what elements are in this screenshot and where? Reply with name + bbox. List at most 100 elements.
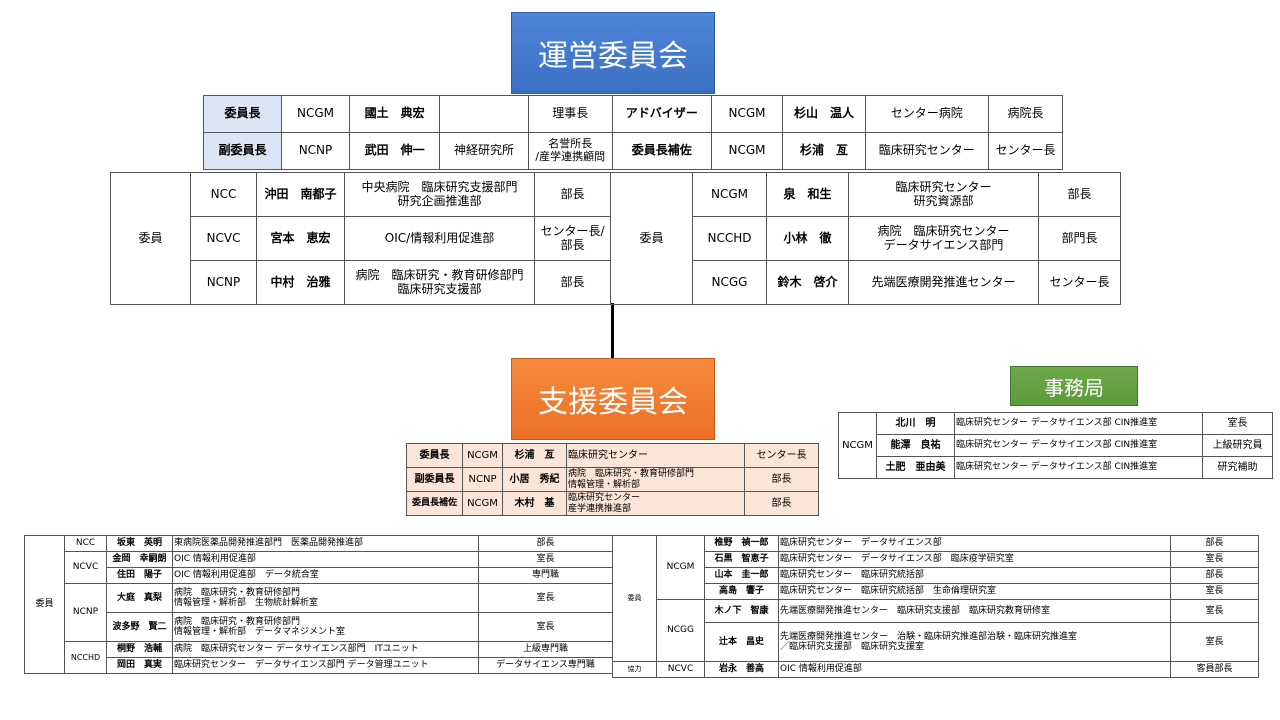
table-row: 委員 NCC 沖田 南都子 中央病院 臨床研究支援部門 研究企画推進部 部長 委… <box>110 172 1121 305</box>
cell: NCGM <box>281 95 350 133</box>
cell: 室長 <box>1170 622 1259 662</box>
cell: 臨床研究センター 研究資源部 <box>848 172 1039 217</box>
cell: 先端医療開発推進センター <box>848 260 1039 305</box>
cell: 臨床研究センター 臨床研究統括部 生命倫理研究室 <box>778 583 1171 600</box>
table-row: 高島 響子 臨床研究センター 臨床研究統括部 生命倫理研究室 室長 <box>613 583 1259 600</box>
table-row: NCGM 北川 明 臨床研究センター データサイエンス部 CIN推進室 室長 <box>838 412 1273 479</box>
cell: 客員部長 <box>1170 661 1259 678</box>
cell: OIC 情報利用促進部 <box>172 551 479 568</box>
cell <box>439 95 529 133</box>
table-row: NCNP 中村 治雅 病院 臨床研究・教育研修部門 臨床研究支援部 部長 NCG… <box>111 260 1121 305</box>
members-label-right: 委員 <box>610 172 693 305</box>
cell: 辻本 昌史 <box>704 622 779 662</box>
unei-members-table: 委員 NCC 沖田 南都子 中央病院 臨床研究支援部門 研究企画推進部 部長 委… <box>110 172 1121 305</box>
cell: 中村 治雅 <box>256 260 345 305</box>
members-label: 委員 <box>612 535 657 662</box>
cell: 臨床研究センター データサイエンス部 CIN推進室 <box>954 434 1203 457</box>
cell: 石黒 智恵子 <box>704 551 779 568</box>
cell: 部門長 <box>1038 216 1121 261</box>
cell: OIC 情報利用促進部 データ統合室 <box>172 567 479 584</box>
table-row: 住田 陽子 OIC 情報利用促進部 データ統合室 専門職 <box>25 567 613 584</box>
table-row: 土肥 亜由美 臨床研究センター データサイエンス部 CIN推進室 研究補助 <box>839 456 1273 479</box>
cell: 専門職 <box>478 567 613 584</box>
org-cell: NCNP <box>64 583 107 642</box>
table-row: 石黒 智恵子 臨床研究センター データサイエンス部 臨床疫学研究室 室長 <box>613 551 1259 568</box>
cell: 室長 <box>478 551 613 568</box>
cell: 理事長 <box>527 95 613 133</box>
table-row: NCVC 金岡 幸嗣朗 OIC 情報利用促進部 室長 <box>25 551 613 584</box>
table-row: 委員長 NCGM 國土 典宏 理事長 アドバイザー NCGM 杉山 温人 センタ… <box>202 95 1064 133</box>
cell: OIC 情報利用促進部 <box>778 661 1171 678</box>
table-row: 能澤 良祐 臨床研究センター データサイエンス部 CIN推進室 上級研究員 <box>839 434 1273 457</box>
cell: 病院 臨床研究・教育研修部門 情報管理・解析部 生物統計解析室 <box>172 583 479 613</box>
cell: 部長 <box>534 172 611 217</box>
cell: 神経研究所 <box>439 132 529 170</box>
table-row: 副委員長 NCNP 武田 伸一 神経研究所 名誉所長 /産学連携顧問 委員長補佐… <box>202 132 1064 170</box>
cell: 病院 臨床研究・教育研修部門 臨床研究支援部 <box>344 260 535 305</box>
cell: センター長 <box>1038 260 1121 305</box>
jimu-org: NCGM <box>838 412 877 479</box>
table-row: 委員長補佐 NCGM 木村 基 臨床研究センター 産学連携推進部 部長 <box>406 491 819 516</box>
cell: 中央病院 臨床研究支援部門 研究企画推進部 <box>344 172 535 217</box>
shien-members-left-table: 委員 NCC 坂東 英明 東病院医薬品開発推進部門 医薬品開発推進部 部長 NC… <box>24 535 613 674</box>
cell: 研究補助 <box>1202 456 1273 479</box>
table-row: NCVC 宮本 恵宏 OIC/情報利用促進部 センター長/ 部長 NCCHD 小… <box>111 216 1121 261</box>
table-row: 委員 NCGM 椎野 禎一郎 臨床研究センター データサイエンス部 部長 <box>612 535 1259 662</box>
org-cell: NCGG <box>656 599 705 662</box>
cell: 部長 <box>744 491 819 516</box>
cell: アドバイザー <box>611 95 712 133</box>
cell: 臨床研究センター データサイエンス部 CIN推進室 <box>954 412 1203 435</box>
cell: NCCHD <box>692 216 767 261</box>
unei-title-text: 運営委員会 <box>538 39 688 74</box>
cell: 委員長補佐 <box>611 132 712 170</box>
cell: 臨床研究センター データサイエンス部門 データ管理ユニット <box>172 657 479 674</box>
cell: 副委員長 <box>202 132 283 170</box>
cell: 杉浦 亙 <box>502 443 567 468</box>
cell: 臨床研究センター 臨床研究統括部 <box>778 567 1171 584</box>
org-cell: NCVC <box>656 661 705 678</box>
cell: 臨床研究センター <box>566 443 745 468</box>
shien-title-text: 支援委員会 <box>538 385 688 420</box>
cell: 部長 <box>478 535 613 552</box>
cell: 國土 典宏 <box>348 95 441 133</box>
cell: 高島 響子 <box>704 583 779 600</box>
cell: 病院 臨床研究・教育研修部門 情報管理・解析部 データマネジメント室 <box>172 612 479 642</box>
cell: 山本 圭一郎 <box>704 567 779 584</box>
cell: NCGG <box>692 260 767 305</box>
unei-committee-title: 運営委員会 <box>511 12 715 94</box>
cell: 椎野 禎一郎 <box>704 535 779 552</box>
cell: 北川 明 <box>876 412 955 435</box>
members-label-2: 協力 <box>612 661 657 678</box>
table-row: NCGG 木ノ下 智康 先端医療開発推進センター 臨床研究支援部 臨床研究教育研… <box>613 599 1259 662</box>
jimu-title-text: 事務局 <box>1044 375 1104 400</box>
cell: センター病院 <box>864 95 989 133</box>
cell: 杉浦 亙 <box>782 132 866 170</box>
cell: 木村 基 <box>502 491 567 516</box>
unei-officers-table: 委員長 NCGM 國土 典宏 理事長 アドバイザー NCGM 杉山 温人 センタ… <box>202 95 1064 170</box>
cell: 宮本 恵宏 <box>256 216 345 261</box>
cell: センター長 <box>987 132 1064 170</box>
cell: 先端医療開発推進センター 臨床研究支援部 臨床研究教育研修室 <box>778 599 1171 623</box>
cell: 委員長補佐 <box>406 491 463 516</box>
cell: NCNP <box>281 132 350 170</box>
cell: 沖田 南都子 <box>256 172 345 217</box>
org-cell: NCCHD <box>64 641 107 674</box>
cell: センター長/ 部長 <box>534 216 611 261</box>
cell: 小林 徹 <box>766 216 849 261</box>
cell: 波多野 賢二 <box>106 612 173 642</box>
cell: NCGM <box>710 95 784 133</box>
org-cell: NCVC <box>64 551 107 584</box>
cell: NCGM <box>462 443 503 468</box>
cell: 室長 <box>478 583 613 613</box>
shien-committee-title: 支援委員会 <box>511 358 715 440</box>
cell: 病院長 <box>987 95 1064 133</box>
cell: 岩永 善高 <box>704 661 779 678</box>
members-label: 委員 <box>110 172 191 305</box>
cell: 臨床研究センター 産学連携推進部 <box>566 491 745 516</box>
cell: NCC <box>190 172 257 217</box>
cell: NCVC <box>190 216 257 261</box>
cell: 委員長 <box>202 95 283 133</box>
jimu-title: 事務局 <box>1010 366 1138 406</box>
table-row: 委員長 NCGM 杉浦 亙 臨床研究センター センター長 <box>406 443 819 468</box>
cell: データサイエンス専門職 <box>478 657 613 674</box>
